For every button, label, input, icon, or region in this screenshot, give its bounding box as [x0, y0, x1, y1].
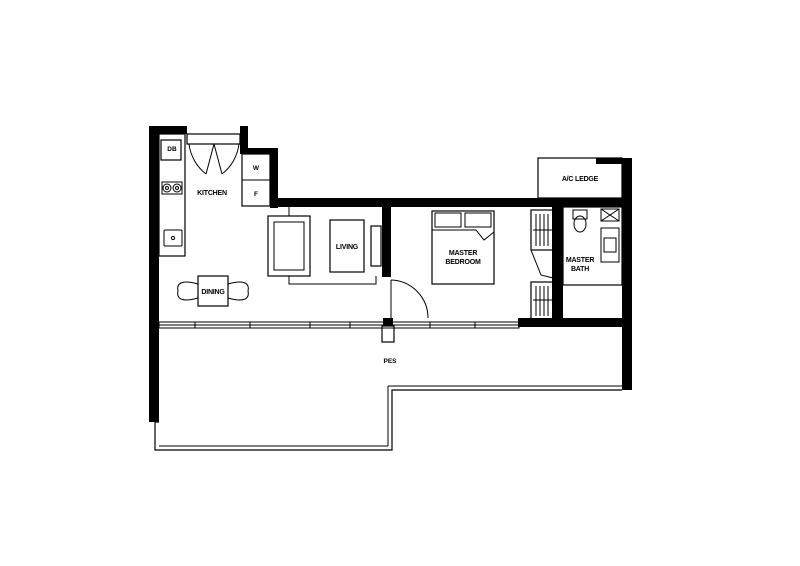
- wall-top-main: [270, 198, 632, 207]
- wall-bath-left: [557, 207, 563, 327]
- bath-fixtures: [562, 206, 623, 286]
- kitchen-fixtures: [158, 133, 241, 257]
- sliding-door-line: [158, 318, 520, 343]
- entry-door: [188, 143, 240, 175]
- label-living: LIVING: [336, 244, 359, 251]
- label-master-bath-2: BATH: [571, 266, 589, 273]
- wall-top-left: [149, 126, 187, 134]
- pes-outline: [154, 385, 622, 451]
- bed: [431, 210, 495, 285]
- ac-ledge-box: [537, 157, 623, 199]
- wall-wf-right: [270, 148, 278, 208]
- label-dining: DINING: [201, 289, 225, 296]
- wall-left: [149, 126, 159, 422]
- label-master-bedroom-2: BEDROOM: [445, 259, 481, 266]
- wall-kitchen-corner: [240, 126, 248, 152]
- label-master-bedroom-1: MASTER: [449, 250, 478, 257]
- bedroom-door: [390, 279, 429, 319]
- label-master-bath-1: MASTER: [566, 257, 595, 264]
- label-kitchen: KITCHEN: [197, 190, 227, 197]
- walls: [149, 126, 632, 422]
- wall-right-upper: [622, 158, 632, 390]
- wall-right-top: [596, 158, 632, 164]
- wall-bed-right: [552, 207, 560, 327]
- label-db: DB: [167, 146, 177, 153]
- wall-wf-top: [240, 148, 278, 154]
- wall-bath-bottom: [518, 318, 630, 327]
- label-ac-ledge: A/C LEDGE: [562, 176, 599, 183]
- label-f: F: [254, 191, 258, 198]
- label-pes: PES: [383, 358, 397, 365]
- wardrobes: [530, 209, 554, 321]
- wf-closet: [241, 153, 271, 207]
- wall-living-bed: [382, 207, 391, 277]
- dining-set: [177, 275, 249, 307]
- living-furniture: [267, 207, 382, 285]
- label-w: W: [253, 165, 260, 172]
- room-labels: DB W F KITCHEN LIVING DINING MASTER BEDR…: [167, 146, 599, 365]
